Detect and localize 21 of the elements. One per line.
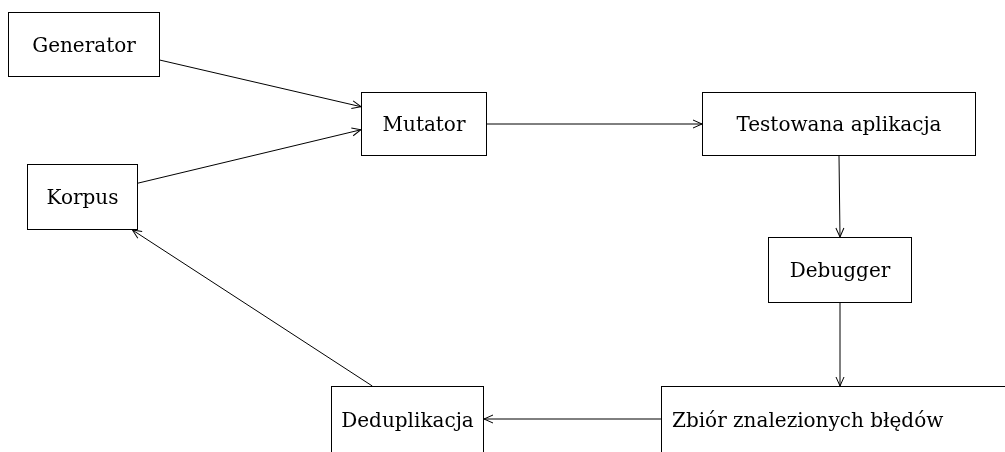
box-label: Zbiór znalezionych błędów bbox=[672, 407, 944, 432]
process-box bbox=[661, 386, 1005, 452]
process-box bbox=[331, 386, 484, 452]
box-label: Generator bbox=[32, 32, 136, 57]
arrow bbox=[137, 127, 362, 184]
box-label: Deduplikacja bbox=[341, 407, 474, 432]
process-box bbox=[702, 92, 976, 156]
process-box bbox=[768, 237, 912, 303]
arrow bbox=[835, 302, 845, 387]
box-label: Testowana aplikacja bbox=[736, 112, 942, 136]
box-label: Korpus bbox=[46, 185, 119, 209]
process-box bbox=[361, 92, 487, 156]
arrow bbox=[835, 155, 845, 238]
arrow bbox=[483, 414, 662, 424]
process-box bbox=[27, 164, 138, 230]
box-label: Debugger bbox=[789, 258, 891, 282]
arrow bbox=[131, 229, 373, 387]
arrow bbox=[159, 59, 362, 110]
box-label: Mutator bbox=[382, 112, 466, 136]
process-box bbox=[8, 12, 160, 77]
arrow bbox=[486, 119, 703, 129]
